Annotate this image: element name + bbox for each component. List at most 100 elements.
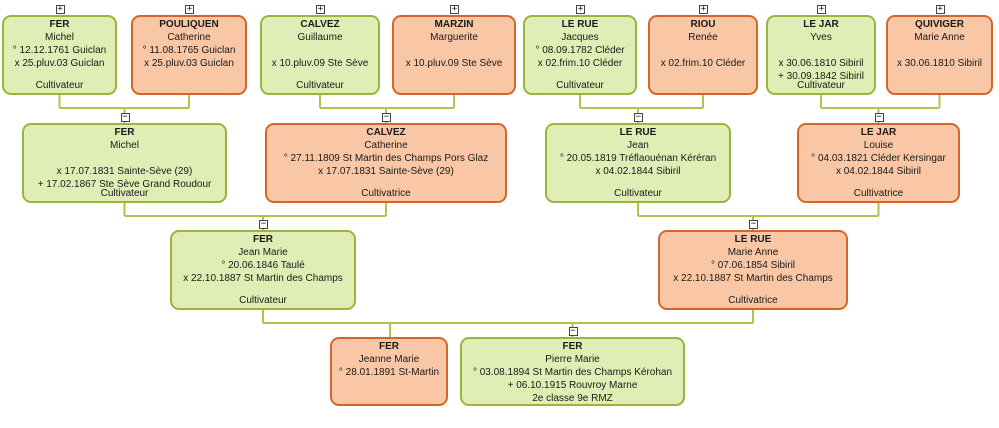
person-card[interactable]: FER Pierre Marie ° 03.08.1894 St Martin de… (460, 337, 685, 406)
person-event: x 25.pluv.03 Guiclan (144, 58, 234, 69)
person-card[interactable]: CALVEZ Catherine ° 27.11.1809 St Martin de… (265, 123, 507, 203)
person-occupation: Cultivateur (239, 295, 287, 306)
collapse-icon[interactable]: − (749, 219, 758, 229)
person-given-name: Guillaume (297, 32, 343, 43)
person-event: ° 08.09.1782 Cléder (535, 45, 625, 56)
collapse-icon[interactable]: − (874, 112, 884, 122)
person-event: ° 03.08.1894 St Martin des Champs Kéroha… (472, 367, 673, 378)
person-given-name: Marguerite (430, 32, 478, 43)
person-event: x 04.02.1844 Sibiril (835, 166, 922, 177)
person-event (24, 152, 225, 165)
person-event: x 22.10.1887 St Martin des Champs (183, 273, 343, 284)
person-event (262, 44, 378, 57)
person-event: + 06.10.1915 Rouvroy Marne (507, 380, 638, 391)
person-given-name: Catherine (167, 32, 211, 43)
person-event: ° 27.11.1809 St Martin des Champs Pors G… (283, 153, 489, 164)
person-surname: FER (114, 127, 135, 138)
person-event: ° 28.01.1891 St-Martin (338, 367, 440, 378)
person-event: ° 20.06.1846 Taulé (221, 260, 305, 271)
expand-icon[interactable]: + (817, 4, 826, 14)
person-event: x 10.pluv.09 Ste Sève (271, 58, 369, 69)
person-surname: LE RUE (561, 19, 599, 30)
person-event: x 02.frim.10 Cléder (660, 58, 746, 69)
person-event: ° 11.08.1765 Guiclan (142, 45, 236, 56)
person-card[interactable]: LE RUE Jacques ° 08.09.1782 Cléder x 02.fri… (523, 15, 637, 95)
person-event: x 22.10.1887 St Martin des Champs (673, 273, 833, 284)
person-event: + 17.02.1867 Ste Sève Grand Roudour (37, 179, 212, 190)
person-given-name: Pierre Marie (545, 354, 600, 365)
person-card[interactable]: POULIQUEN Catherine ° 11.08.1765 Guiclan x … (131, 15, 247, 95)
person-given-name: Marie Anne (914, 32, 965, 43)
person-event: ° 07.06.1854 Sibiril (710, 260, 796, 271)
collapse-icon[interactable]: − (120, 112, 130, 122)
expand-icon[interactable]: + (185, 4, 194, 14)
person-event: x 10.pluv.09 Ste Sève (405, 58, 503, 69)
person-event: x 30.06.1810 Sibiril (896, 58, 983, 69)
person-occupation: Cultivatrice (361, 188, 411, 199)
person-surname: LE JAR (860, 127, 897, 138)
person-event: + 30.09.1842 Sibiril (778, 71, 864, 82)
person-surname: CALVEZ (300, 19, 340, 30)
person-surname: POULIQUEN (159, 19, 219, 30)
person-given-name: Renée (688, 32, 718, 43)
person-occupation: Cultivatrice (728, 295, 778, 306)
person-surname: MARZIN (434, 19, 474, 30)
person-occupation: Cultivateur (614, 188, 662, 199)
person-given-name: Jacques (561, 32, 599, 43)
person-occupation: Cultivateur (556, 80, 604, 91)
person-occupation: Cultivateur (35, 80, 84, 91)
person-card[interactable]: QUIVIGER Marie Anne x 30.06.1810 Sibiril (886, 15, 993, 95)
person-given-name: Yves (810, 32, 832, 43)
collapse-icon[interactable]: − (634, 112, 643, 122)
person-event (650, 44, 756, 57)
expand-icon[interactable]: + (699, 4, 708, 14)
person-card[interactable]: LE RUE Marie Anne ° 07.06.1854 Sibiril x 22… (658, 230, 848, 310)
person-card[interactable]: FER Jeanne Marie ° 28.01.1891 St-Martin (330, 337, 448, 406)
person-surname: FER (253, 234, 273, 245)
expand-icon[interactable]: + (935, 4, 945, 14)
person-surname: LE RUE (619, 127, 657, 138)
person-event: 2e classe 9e RMZ (532, 393, 613, 404)
person-surname: FER (49, 19, 70, 30)
person-event: x 25.pluv.03 Guiclan (14, 58, 105, 69)
person-event: ° 12.12.1761 Guiclan (12, 45, 107, 56)
person-card[interactable]: MARZIN Marguerite x 10.pluv.09 Ste Sève (392, 15, 516, 95)
person-card[interactable]: FER Michel x 17.07.1831 Sainte-Sève (29) +… (22, 123, 227, 203)
person-event (768, 44, 874, 57)
person-event: x 17.07.1831 Sainte-Sève (29) (56, 166, 193, 177)
expand-icon[interactable]: + (576, 4, 585, 14)
person-occupation: Cultivateur (100, 188, 149, 199)
person-surname: RIOU (690, 19, 716, 30)
person-surname: CALVEZ (366, 127, 406, 138)
person-given-name: Catherine (364, 140, 408, 151)
person-event (394, 44, 514, 57)
person-event: x 30.06.1810 Sibiril (778, 58, 864, 69)
person-card[interactable]: LE JAR Yves x 30.06.1810 Sibiril + 30.09.1… (766, 15, 876, 95)
person-surname: LE JAR (803, 19, 839, 30)
expand-icon[interactable]: + (316, 4, 325, 14)
person-occupation: Cultivateur (296, 80, 344, 91)
person-event: x 02.frim.10 Cléder (537, 58, 623, 69)
expand-icon[interactable]: + (55, 4, 65, 14)
person-given-name: Michel (110, 140, 139, 151)
person-occupation: Cultivatrice (853, 188, 904, 199)
expand-icon[interactable]: + (450, 4, 459, 14)
person-occupation: Cultivateur (797, 80, 845, 91)
person-card[interactable]: RIOU Renée x 02.frim.10 Cléder (648, 15, 758, 95)
person-surname: FER (379, 341, 399, 352)
person-given-name: Jeanne Marie (358, 354, 420, 365)
person-event: x 04.02.1844 Sibiril (595, 166, 681, 177)
person-surname: QUIVIGER (915, 19, 964, 30)
person-surname: LE RUE (734, 234, 772, 245)
collapse-icon[interactable]: − (568, 326, 578, 336)
person-surname: FER (562, 341, 583, 352)
person-given-name: Marie Anne (727, 247, 779, 258)
collapse-icon[interactable]: − (259, 219, 268, 229)
collapse-icon[interactable]: − (382, 112, 391, 122)
